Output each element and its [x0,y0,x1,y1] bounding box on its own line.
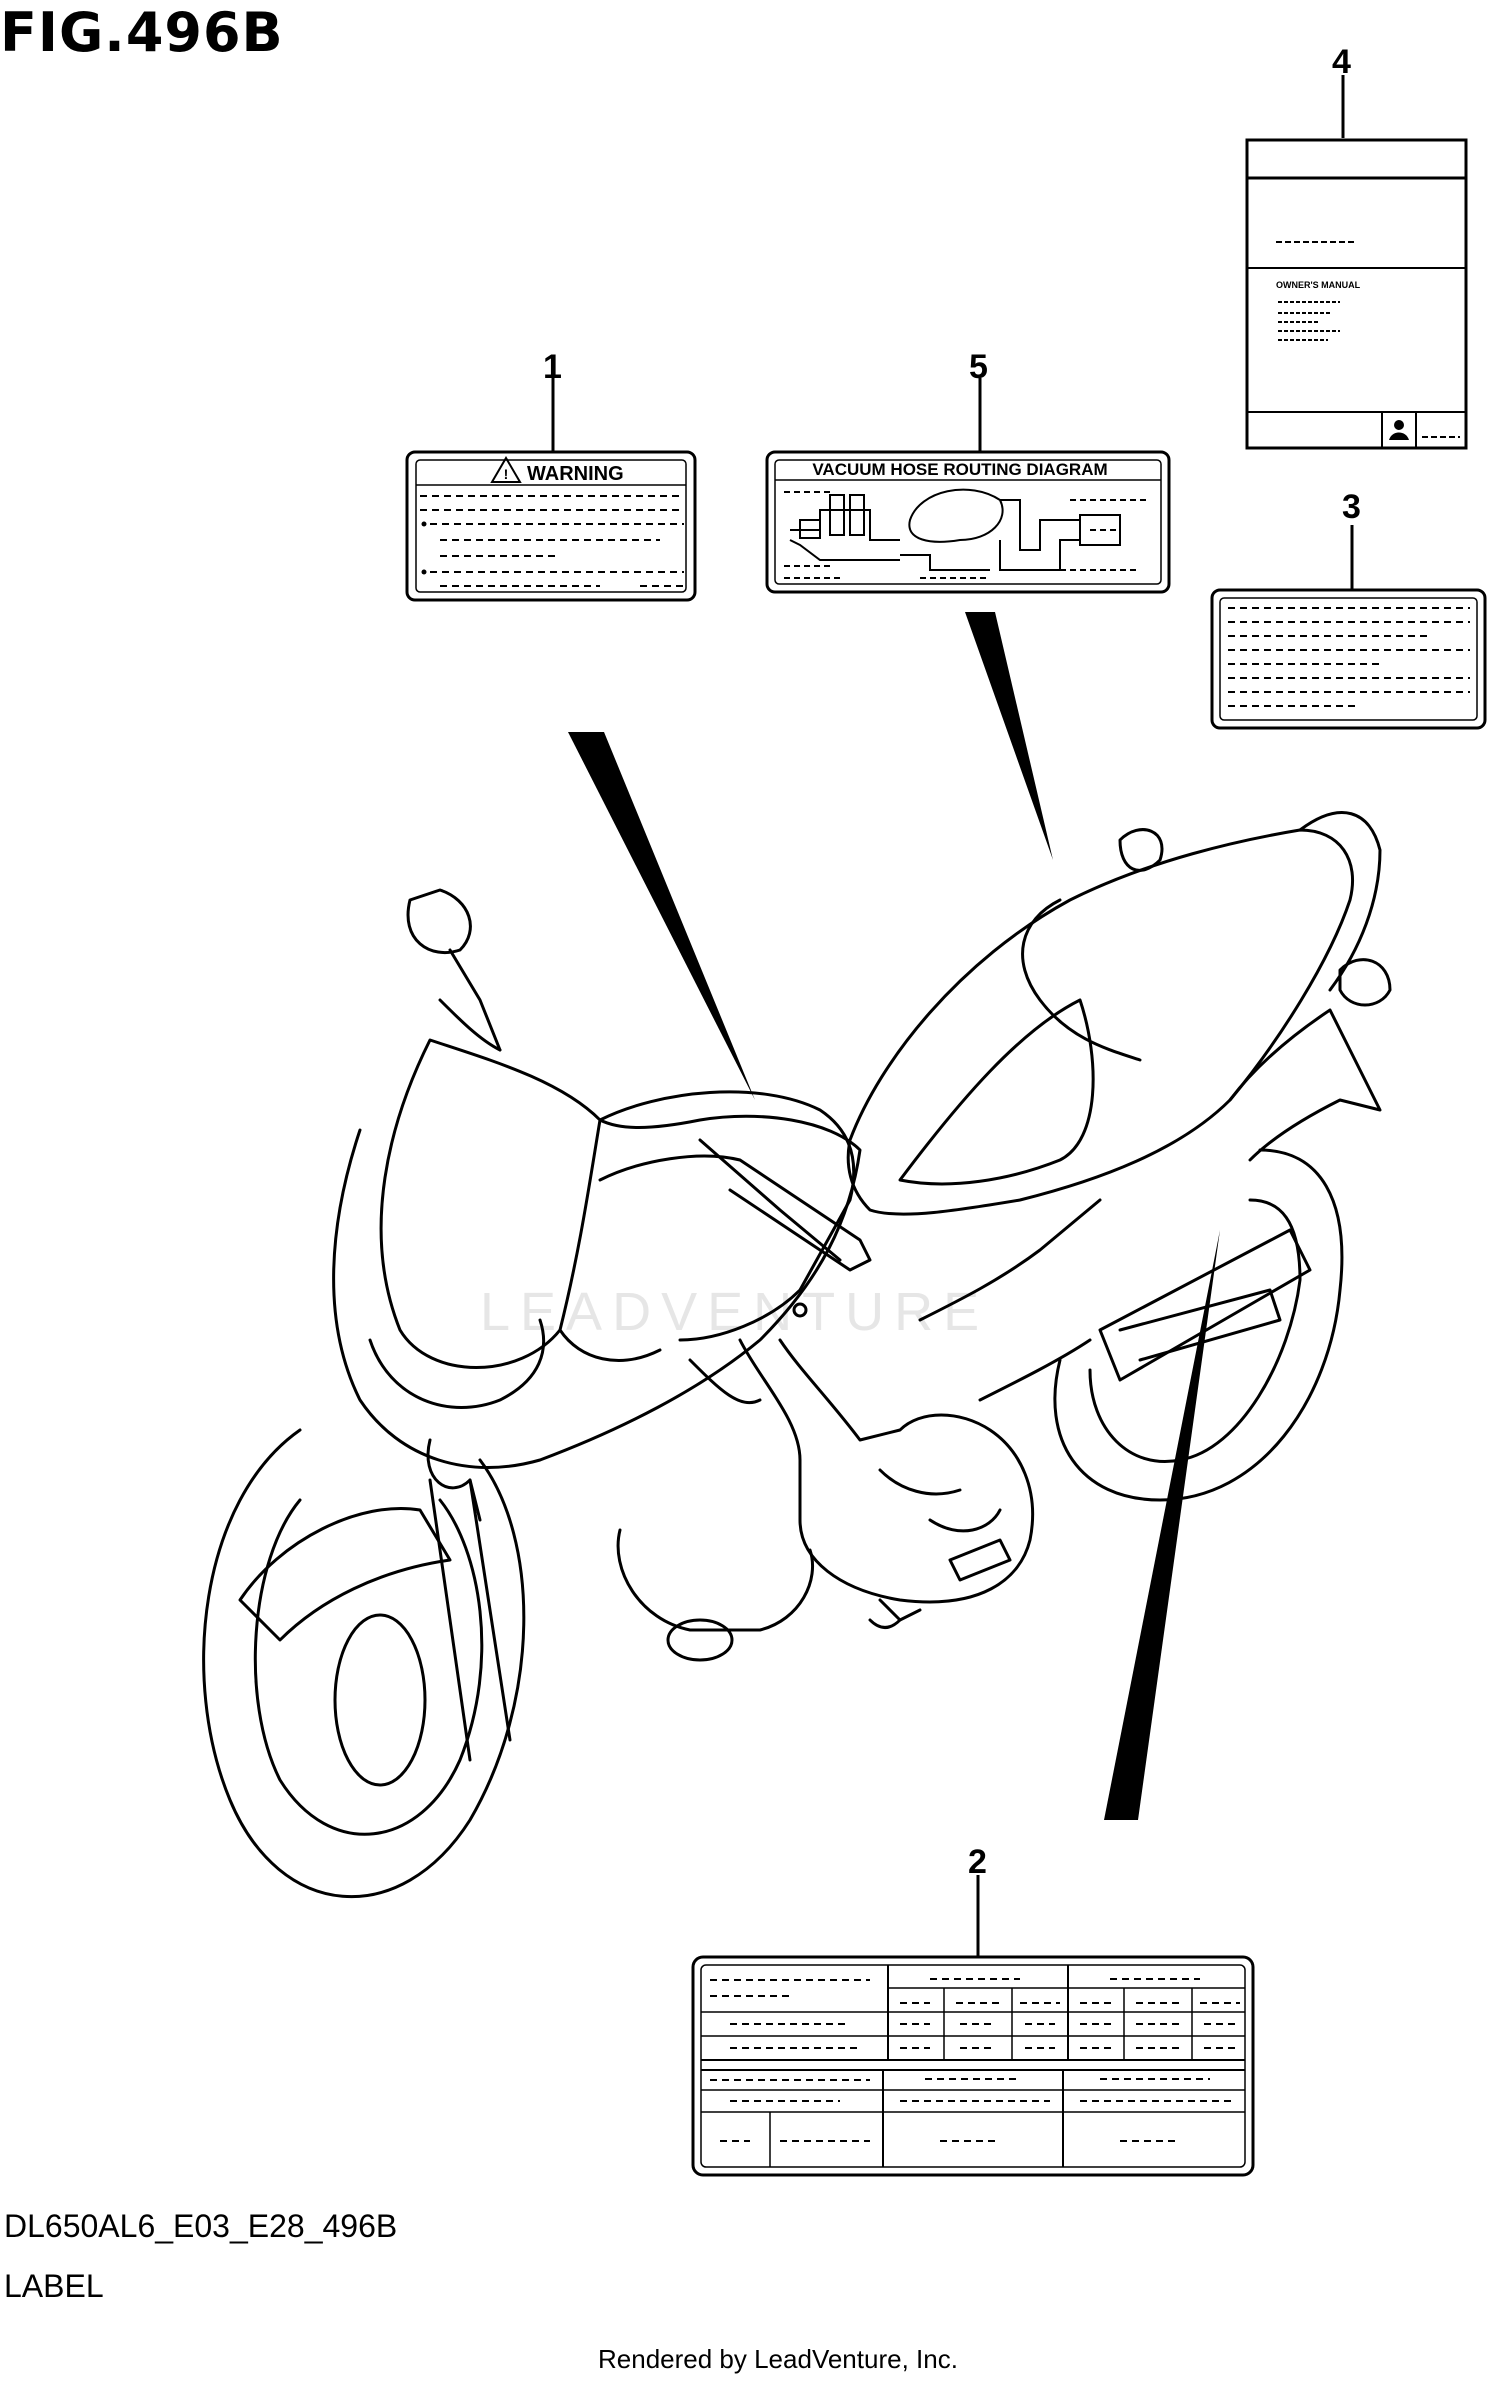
pointer-wedges [568,612,1220,1820]
motorcycle-outline [202,811,1392,1899]
callout-1: 1 [543,348,562,386]
owners-manual: OWNER'S MANUAL [1245,138,1468,450]
figure-code: DL650AL6_E03_E28_496B [4,2208,398,2244]
warning-label: ! WARNING [405,450,697,602]
figure-caption: LABEL [4,2268,104,2304]
leader-lines [551,75,1354,1957]
vacuum-heading: VACUUM HOSE ROUTING DIAGRAM [812,460,1107,479]
warning-heading: WARNING [527,463,624,485]
pointer-5 [965,612,1053,860]
callout-4: 4 [1332,43,1351,81]
pointer-2 [1104,1230,1220,1820]
svg-text:!: ! [504,466,509,482]
hose-routing-sketch [789,488,1121,571]
figure-title: FIG.496B [0,1,284,64]
pointer-1 [568,732,755,1100]
callout-3: 3 [1342,488,1361,526]
information-label-3 [1210,588,1487,730]
tire-information-label [691,1955,1255,2177]
callout-2: 2 [968,1843,987,1881]
render-credit: Rendered by LeadVenture, Inc. [598,2344,958,2374]
vacuum-hose-label: VACUUM HOSE ROUTING DIAGRAM [765,450,1171,594]
rider-icon [1389,420,1409,440]
warning-triangle-icon [490,456,522,483]
manual-heading: OWNER'S MANUAL [1276,280,1361,290]
callout-5: 5 [969,348,988,386]
